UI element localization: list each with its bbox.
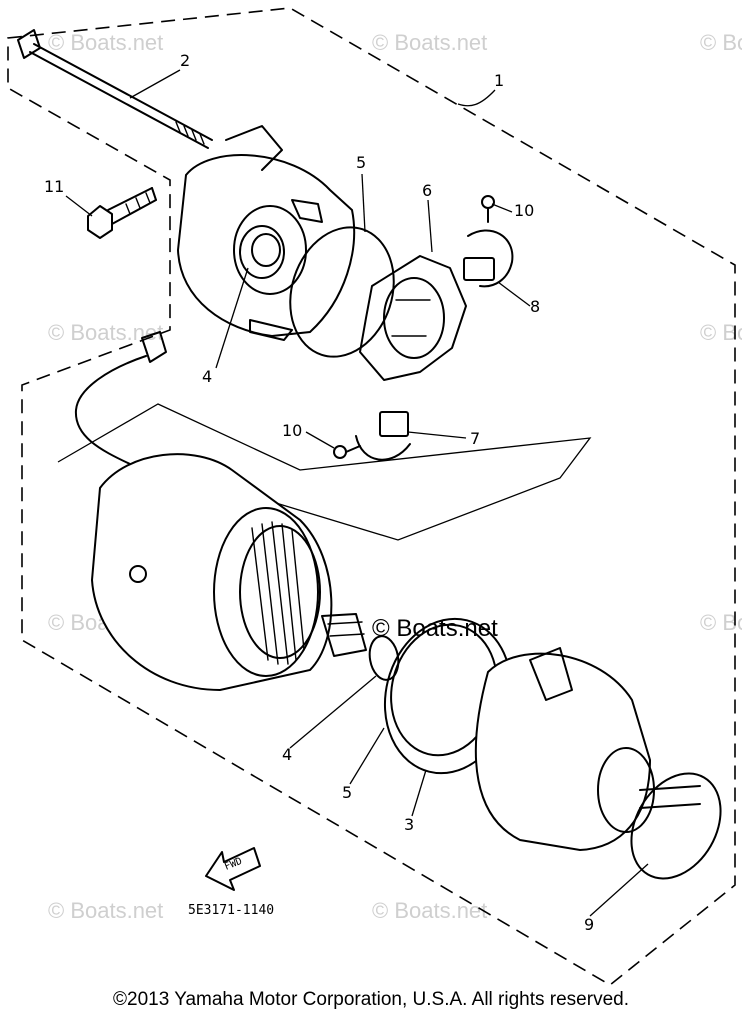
rear-end-cover [176,125,356,341]
callout-2: 2 [180,51,190,70]
callout-4-upper: 4 [202,367,212,386]
through-bolt [17,29,213,149]
brush-plate-region [57,403,592,541]
watermark: © Boats.net [48,898,163,923]
callout-1: 1 [494,71,504,90]
callout-11: 11 [44,177,64,196]
o-ring-upper [289,226,395,358]
callout-10-upper: 10 [514,201,534,220]
seal-upper [239,225,285,279]
motor-yoke [90,453,367,692]
arrow-label: FWD [223,856,244,873]
watermark: © Boats.net [700,30,742,55]
copyright-notice: ©2013 Yamaha Motor Corporation, U.S.A. A… [113,989,629,1010]
watermark-dark: © Boats.net [372,615,498,642]
front-cover [474,647,701,852]
callout-6: 6 [422,181,432,200]
o-ring-front [630,772,722,880]
callout-10-lower: 10 [282,421,302,440]
brush-lower [333,411,411,461]
watermark: © Boats.net [372,30,487,55]
forward-arrow: FWD [205,847,261,891]
flange-bolt [87,187,157,239]
watermark: © Boats.net [372,898,487,923]
callout-9: 9 [584,915,594,934]
callout-5-upper: 5 [356,153,366,172]
callout-leaders [65,69,649,917]
watermark: © Boats.net [48,30,163,55]
callout-8: 8 [530,297,540,316]
callout-7: 7 [470,429,480,448]
watermark: © Boats.net [48,320,163,345]
brush-holder-upper [463,195,514,288]
assembly-boundary [7,7,736,986]
callout-4-lower: 4 [282,745,292,764]
callout-3: 3 [404,815,414,834]
part-code: 5E3171-1140 [188,903,274,918]
brush-plate [359,255,467,381]
callout-5-lower: 5 [342,783,352,802]
